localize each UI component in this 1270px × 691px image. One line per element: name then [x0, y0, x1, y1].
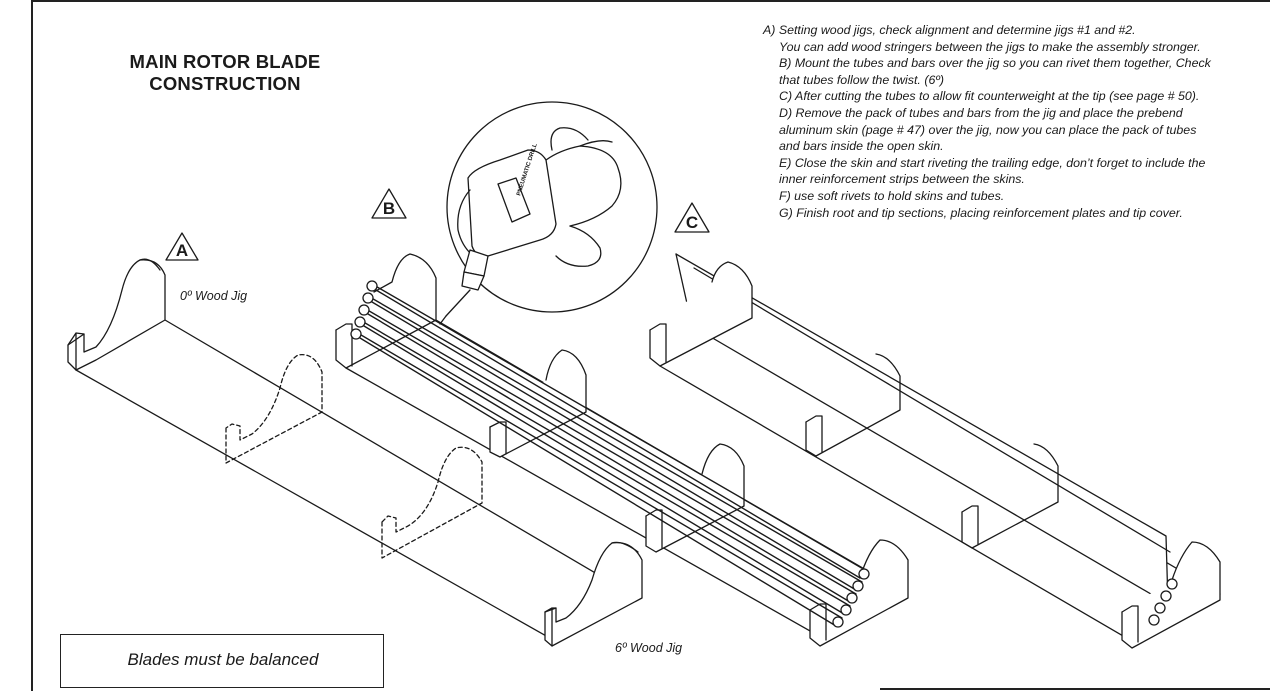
title-line-1: MAIN ROTOR BLADE — [129, 51, 321, 72]
step-b-line-2: that tubes follow the twist. (6º) — [779, 72, 944, 87]
jig-assembly-a — [67, 258, 643, 647]
step-marker-a-label: A — [176, 241, 188, 260]
frame-border-bottom — [880, 688, 1270, 690]
step-d-line-1: D) Remove the pack of tubes and bars fro… — [779, 105, 1183, 120]
instruction-list: A) Setting wood jigs, check alignment an… — [763, 22, 1253, 221]
step-marker-a — [165, 232, 199, 261]
drill-inset: PNEUMATIC DRILL — [439, 101, 658, 325]
step-marker-b-label: B — [383, 199, 395, 218]
title-line-2: CONSTRUCTION — [149, 73, 301, 94]
step-a-line-1: A) Setting wood jigs, check alignment an… — [763, 23, 1136, 37]
step-g-line-1: G) Finish root and tip sections, placing… — [779, 205, 1183, 220]
frame-border-top — [31, 0, 1270, 2]
jig-assembly-b — [335, 253, 909, 647]
step-marker-c — [674, 202, 710, 233]
step-marker-b — [371, 188, 407, 219]
step-a-line-2: You can add wood stringers between the j… — [779, 39, 1201, 54]
step-d-line-3: and bars inside the open skin. — [779, 139, 944, 154]
zero-degree-jig-caption: 0º Wood Jig — [180, 289, 248, 303]
balance-note-box: Blades must be balanced — [60, 634, 384, 688]
step-e-line-1: E) Close the skin and start riveting the… — [779, 155, 1206, 170]
frame-border-left — [31, 0, 33, 691]
step-marker-c-label: C — [686, 213, 698, 232]
step-c-line-1: C) After cutting the tubes to allow fit … — [779, 89, 1200, 104]
page-title: MAIN ROTOR BLADE CONSTRUCTION — [100, 51, 350, 95]
six-degree-jig-caption: 6º Wood Jig — [615, 641, 683, 655]
step-b-line-1: B) Mount the tubes and bars over the jig… — [779, 56, 1211, 71]
jig-assembly-c — [649, 253, 1221, 649]
step-f-line-1: F) use soft rivets to hold skins and tub… — [779, 188, 1005, 203]
step-d-line-2: aluminum skin (page # 47) over the jig, … — [779, 122, 1197, 137]
step-e-line-2: inner reinforcement strips between the s… — [779, 172, 1025, 187]
balance-note-text: Blades must be balanced — [127, 650, 319, 669]
